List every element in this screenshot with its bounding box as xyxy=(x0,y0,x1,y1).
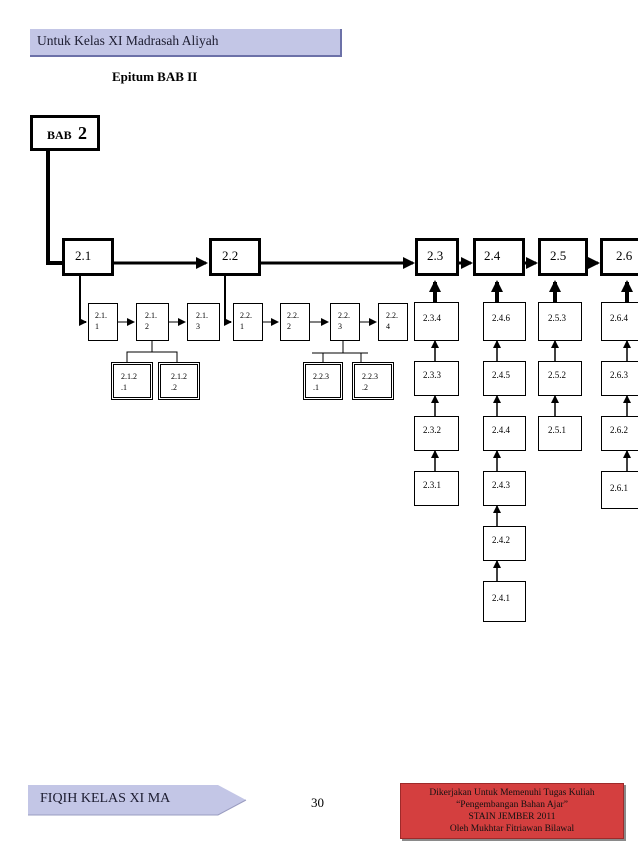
node-2-1-2-1: 2.1.2 .1 xyxy=(111,362,153,400)
node-2-6-3: 2.6.3 xyxy=(601,361,638,396)
node-2-4-1-label: 2.4.1 xyxy=(492,593,510,603)
page-number: 30 xyxy=(311,795,324,810)
node-2-4-2: 2.4.2 xyxy=(483,526,526,561)
node-2-1: 2.1 xyxy=(62,238,114,276)
node-2-2-1: 2.2. 1 xyxy=(233,303,263,341)
node-2-5-2-label: 2.5.2 xyxy=(548,370,566,380)
header-banner xyxy=(30,29,342,57)
node-2-2-4: 2.2. 4 xyxy=(378,303,408,341)
node-2-2-1-label: 2.2. 1 xyxy=(240,311,252,331)
node-2-4-3: 2.4.3 xyxy=(483,471,526,506)
footer-credit-line-4: Oleh Mukhtar Fitriawan Bilawal xyxy=(449,824,575,834)
node-2-3-label: 2.3 xyxy=(427,248,444,263)
footer-credit-line-1: Dikerjakan Untuk Memenuhi Tugas Kuliah xyxy=(429,788,595,798)
node-2-3-4: 2.3.4 xyxy=(414,302,459,341)
node-2-6-2-label: 2.6.2 xyxy=(610,425,628,435)
footer-credit-line-3: STAIN JEMBER 2011 xyxy=(468,812,556,822)
node-2-5-3: 2.5.3 xyxy=(538,302,582,341)
node-2-1-2-2-label: 2.1.2 .2 xyxy=(171,372,187,392)
node-2-4-4: 2.4.4 xyxy=(483,416,526,451)
node-2-2-3: 2.2. 3 xyxy=(330,303,360,341)
node-2-5-1-label: 2.5.1 xyxy=(548,425,566,435)
node-2-3-2-label: 2.3.2 xyxy=(423,425,441,435)
node-2-1-2-2: 2.1.2 .2 xyxy=(158,362,200,400)
bab-root-box: BAB 2 xyxy=(30,115,100,151)
page-title: Epitum BAB II xyxy=(112,69,198,84)
node-2-6-1-label: 2.6.1 xyxy=(610,483,628,493)
node-2-1-2: 2.1. 2 xyxy=(136,303,169,341)
footer-credit-box xyxy=(400,783,624,839)
node-2-4-4-label: 2.4.4 xyxy=(492,425,510,435)
node-2-3-4-label: 2.3.4 xyxy=(423,313,441,323)
node-2-2-3-2: 2.2.3 .2 xyxy=(352,362,394,400)
node-2-1-2-label: 2.1. 2 xyxy=(145,311,157,331)
node-2-4-5-label: 2.4.5 xyxy=(492,370,510,380)
node-2-4-2-label: 2.4.2 xyxy=(492,535,510,545)
node-2-6-3-label: 2.6.3 xyxy=(610,370,628,380)
node-2-5-2: 2.5.2 xyxy=(538,361,582,396)
node-2-5: 2.5 xyxy=(538,238,588,276)
node-2-6-4-label: 2.6.4 xyxy=(610,313,628,323)
bab-root-word: BAB xyxy=(47,128,72,142)
node-2-2-4-label: 2.2. 4 xyxy=(386,311,398,331)
node-2-3-3-label: 2.3.3 xyxy=(423,370,441,380)
node-2-6-2: 2.6.2 xyxy=(601,416,638,451)
footer-credit-line-2: “Pengembangan Bahan Ajar” xyxy=(456,800,568,810)
bab-root-number: 2 xyxy=(78,123,87,143)
connector-2-1-sub xyxy=(79,276,87,326)
node-2-4-3-label: 2.4.3 xyxy=(492,480,510,490)
connector-2-1-2-sub-b xyxy=(152,351,178,362)
node-2-2-2: 2.2. 2 xyxy=(280,303,310,341)
connector-2-1-2-sub-a xyxy=(126,341,153,362)
node-2-4-1: 2.4.1 xyxy=(483,581,526,622)
node-2-1-2-1-label: 2.1.2 .1 xyxy=(121,372,137,392)
node-2-5-label: 2.5 xyxy=(550,248,567,263)
node-2-4-6-label: 2.4.6 xyxy=(492,313,510,323)
node-2-3: 2.3 xyxy=(415,238,459,276)
node-2-3-2: 2.3.2 xyxy=(414,416,459,451)
node-2-1-3-label: 2.1. 3 xyxy=(196,311,208,331)
node-2-3-1: 2.3.1 xyxy=(414,471,459,506)
footer-left-banner xyxy=(28,785,247,816)
node-2-4-5: 2.4.5 xyxy=(483,361,526,396)
node-2-1-3: 2.1. 3 xyxy=(187,303,220,341)
node-2-4-6: 2.4.6 xyxy=(483,302,526,341)
node-2-5-1: 2.5.1 xyxy=(538,416,582,451)
node-2-2-3-label: 2.2. 3 xyxy=(338,311,350,331)
header-banner-text: Untuk Kelas XI Madrasah Aliyah xyxy=(37,33,219,48)
node-2-1-1-label: 2.1. 1 xyxy=(95,311,107,331)
node-2-2: 2.2 xyxy=(209,238,261,276)
node-2-3-3: 2.3.3 xyxy=(414,361,459,396)
node-2-6-4: 2.6.4 xyxy=(601,302,638,341)
node-2-2-2-label: 2.2. 2 xyxy=(287,311,299,331)
node-2-4-label: 2.4 xyxy=(484,248,501,263)
footer-left-text: FIQIH KELAS XI MA xyxy=(40,791,171,806)
node-2-6-1: 2.6.1 xyxy=(601,471,638,509)
node-2-3-1-label: 2.3.1 xyxy=(423,480,441,490)
node-2-4: 2.4 xyxy=(473,238,525,276)
node-2-6: 2.6 xyxy=(600,238,638,276)
node-2-5-3-label: 2.5.3 xyxy=(548,313,566,323)
node-2-6-label: 2.6 xyxy=(616,248,633,263)
node-2-1-1: 2.1. 1 xyxy=(88,303,118,341)
connector-bab-2-1 xyxy=(46,150,62,265)
node-2-1-label: 2.1 xyxy=(75,248,92,263)
node-2-2-3-1-label: 2.2.3 .1 xyxy=(313,372,329,392)
node-2-2-3-2-label: 2.2.3 .2 xyxy=(362,372,378,392)
connector-2-2-sub xyxy=(224,276,232,326)
node-2-2-3-1: 2.2.3 .1 xyxy=(303,362,343,400)
node-2-2-label: 2.2 xyxy=(222,248,239,263)
